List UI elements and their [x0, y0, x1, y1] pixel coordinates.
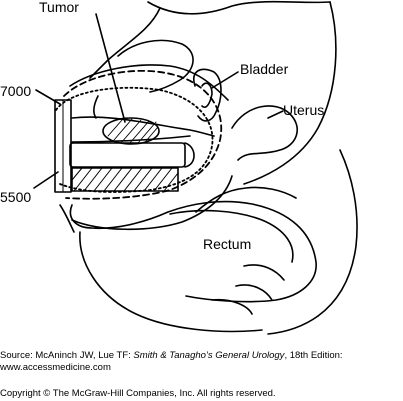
bladder-outline [193, 68, 222, 122]
pelvic-cavity-upper [69, 64, 229, 101]
source-citation: Source: McAninch JW, Lue TF: Smith & Tan… [0, 350, 403, 373]
isodose-5500-curve [55, 86, 214, 193]
rectum-wall-upper [195, 186, 297, 213]
tumor-hatching [107, 118, 159, 145]
source-suffix: , 18th Edition: [284, 350, 343, 361]
tumor-mass [102, 117, 160, 145]
source-url-link[interactable]: www.accessmedicine.com [0, 361, 111, 373]
isodose-7000-curve [63, 70, 223, 200]
isodose-7000-label: 7000 [0, 83, 32, 99]
isodose-5500-label: 5500 [0, 189, 32, 205]
source-prefix: Source: McAninch JW, Lue TF: [0, 350, 134, 361]
right-body-outline [243, 1, 337, 185]
isodose-5500-leader [33, 171, 59, 189]
sacrum-outline [317, 149, 358, 317]
cylinder-cap [184, 142, 195, 168]
shield-hatching [71, 167, 179, 192]
tumor-leader [95, 13, 126, 123]
canal-upper-line [71, 116, 215, 137]
vaginal-cylinder [69, 142, 186, 168]
isodose-7000-leader [35, 89, 61, 105]
pubic-region-outline [117, 39, 194, 93]
uterus-leader [267, 110, 284, 119]
bladder-leader [211, 71, 239, 89]
abdominal-wall-outline [147, 0, 331, 15]
source-book-title: Smith & Tanagho’s General Urology [133, 350, 285, 361]
uterus-label: Uterus [283, 102, 325, 118]
rectum-outline [69, 200, 317, 303]
lower-body-outline [79, 231, 263, 333]
rectal-folds [211, 264, 285, 315]
uterus-outline [231, 105, 299, 161]
coccyx-outline [267, 315, 319, 335]
rectum-label: Rectum [203, 236, 252, 252]
canal-lower-line [71, 135, 191, 143]
bladder-inner-fold [201, 82, 213, 109]
rectum-inner-fold [169, 209, 294, 263]
lateral-fold [93, 95, 99, 119]
rectal-shield [71, 167, 179, 192]
tumor-label: Tumor [39, 0, 79, 15]
bladder-label: Bladder [240, 61, 289, 77]
anatomy-diagram: Tumor Bladder Uterus 7000 5500 Rectum [0, 0, 358, 335]
copyright-notice: Copyright © The McGraw-Hill Companies, I… [0, 388, 276, 399]
pelvic-cross-section-illustration [33, 0, 358, 335]
perineal-fold [59, 204, 75, 233]
